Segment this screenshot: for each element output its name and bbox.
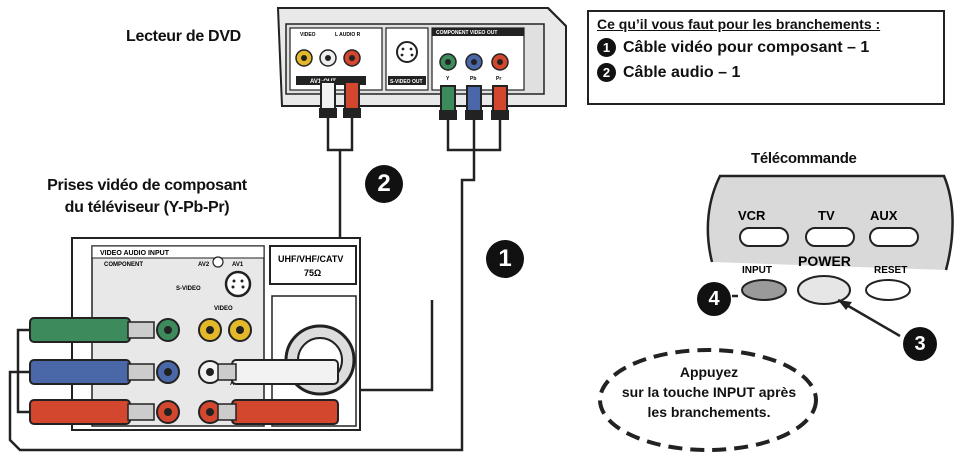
- tv-av2-text: AV2: [198, 262, 210, 268]
- dvd-pr-text: Pr: [496, 76, 501, 82]
- remote-vcr-text: VCR: [738, 208, 766, 223]
- requirements-title: Ce qu’il vous faut pour les branchements…: [597, 16, 881, 32]
- dvd-component-text: COMPONENT VIDEO OUT: [436, 30, 497, 36]
- remote-control: VCR TV AUX INPUT POWER RESET: [706, 174, 954, 338]
- dvd-y-text: Y: [446, 76, 450, 82]
- tv-jacks-line2: du téléviseur (Y-Pb-Pr): [64, 199, 230, 216]
- remote-label: Télécommande: [751, 150, 857, 167]
- number-1-icon: 1: [597, 38, 616, 57]
- number-2-icon: 2: [597, 63, 616, 82]
- tv-component-text: COMPONENT: [104, 262, 143, 268]
- remote-reset-text: RESET: [874, 265, 907, 276]
- remote-power-text: POWER: [798, 253, 851, 269]
- dvd-audio-text: L AUDIO R: [335, 32, 361, 38]
- requirement-text-1: Câble vidéo pour composant – 1: [623, 38, 870, 56]
- tv-component-jacks-label: Prises vidéo de composant du téléviseur …: [22, 175, 272, 219]
- dvd-pb-text: Pb: [470, 76, 476, 82]
- tv-ohm-text: 75Ω: [304, 268, 321, 278]
- instruction-text: Appuyez sur la touche INPUT après les br…: [604, 362, 814, 422]
- remote-tv-text: TV: [818, 208, 835, 223]
- tv-video-text: VIDEO: [214, 306, 233, 312]
- tv-av1-text: AV1: [232, 262, 244, 268]
- requirement-item-1: 1 Câble vidéo pour composant – 1: [597, 38, 935, 57]
- requirements-box: Ce qu’il vous faut pour les branchements…: [587, 10, 945, 105]
- cables: [8, 118, 502, 452]
- instruction-line3: les branchements.: [647, 404, 771, 420]
- tv-svideo-text: S-VIDEO: [176, 286, 201, 292]
- instruction-line1: Appuyez: [679, 364, 739, 380]
- requirement-text-2: Câble audio – 1: [623, 63, 741, 81]
- tv-uhf-text: UHF/VHF/CATV: [278, 254, 343, 264]
- tv-jacks-line1: Prises vidéo de composant: [47, 177, 247, 194]
- requirement-item-2: 2 Câble audio – 1: [597, 63, 935, 82]
- dvd-svideo-text: S-VIDEO OUT: [390, 79, 423, 85]
- dvd-plugs: [319, 81, 509, 120]
- dvd-video-text: VIDEO: [300, 32, 316, 38]
- instruction-bubble: [598, 348, 818, 452]
- tv-input-text: VIDEO AUDIO INPUT: [100, 250, 170, 257]
- tv-plugs: [29, 317, 339, 425]
- callout-3-icon: 3: [903, 327, 937, 361]
- remote-aux-text: AUX: [870, 208, 898, 223]
- dvd-player-label: Lecteur de DVD: [126, 28, 241, 45]
- callout-1-icon: 1: [486, 240, 524, 278]
- instruction-line2: sur la touche INPUT après: [621, 384, 797, 400]
- callout-4-icon: 4: [697, 282, 731, 316]
- callout-2-icon: 2: [365, 165, 403, 203]
- remote-input-text: INPUT: [742, 265, 772, 276]
